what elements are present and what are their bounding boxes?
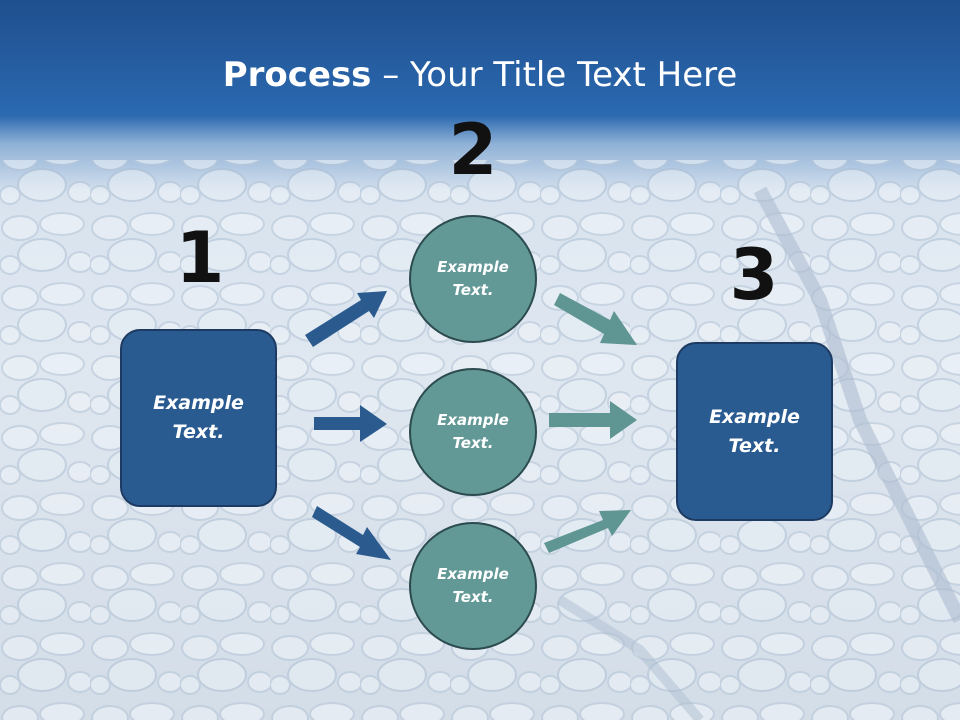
step-1-label: Example Text. [153, 392, 244, 443]
title-rest: – Your Title Text Here [371, 55, 738, 95]
step-3-box: Example Text. [676, 342, 833, 521]
step-2-circle-middle: Example Text. [409, 368, 537, 496]
title-bold: Process [222, 55, 372, 95]
arrow-1-to-top-icon [305, 291, 387, 347]
step-2-number: 2 [448, 109, 498, 191]
step-1-box: Example Text. [120, 329, 277, 507]
step-1-number: 1 [175, 217, 225, 299]
slide-title: Process – Your Title Text Here [0, 52, 960, 98]
step-2-label-top: Example Text. [437, 258, 509, 299]
arrow-top-to-3-icon [554, 293, 637, 345]
step-2-label-middle: Example Text. [437, 411, 509, 452]
step-2-circle-bottom: Example Text. [409, 522, 537, 650]
step-2-circle-top: Example Text. [409, 215, 537, 343]
arrow-1-to-middle-icon [314, 405, 387, 442]
step-3-number: 3 [729, 234, 779, 316]
step-3-label: Example Text. [709, 405, 800, 457]
step-2-label-bottom: Example Text. [437, 565, 509, 606]
arrow-bottom-to-3-icon [544, 510, 631, 553]
arrow-1-to-bottom-icon [312, 506, 391, 560]
arrow-middle-to-3-icon [549, 401, 637, 439]
